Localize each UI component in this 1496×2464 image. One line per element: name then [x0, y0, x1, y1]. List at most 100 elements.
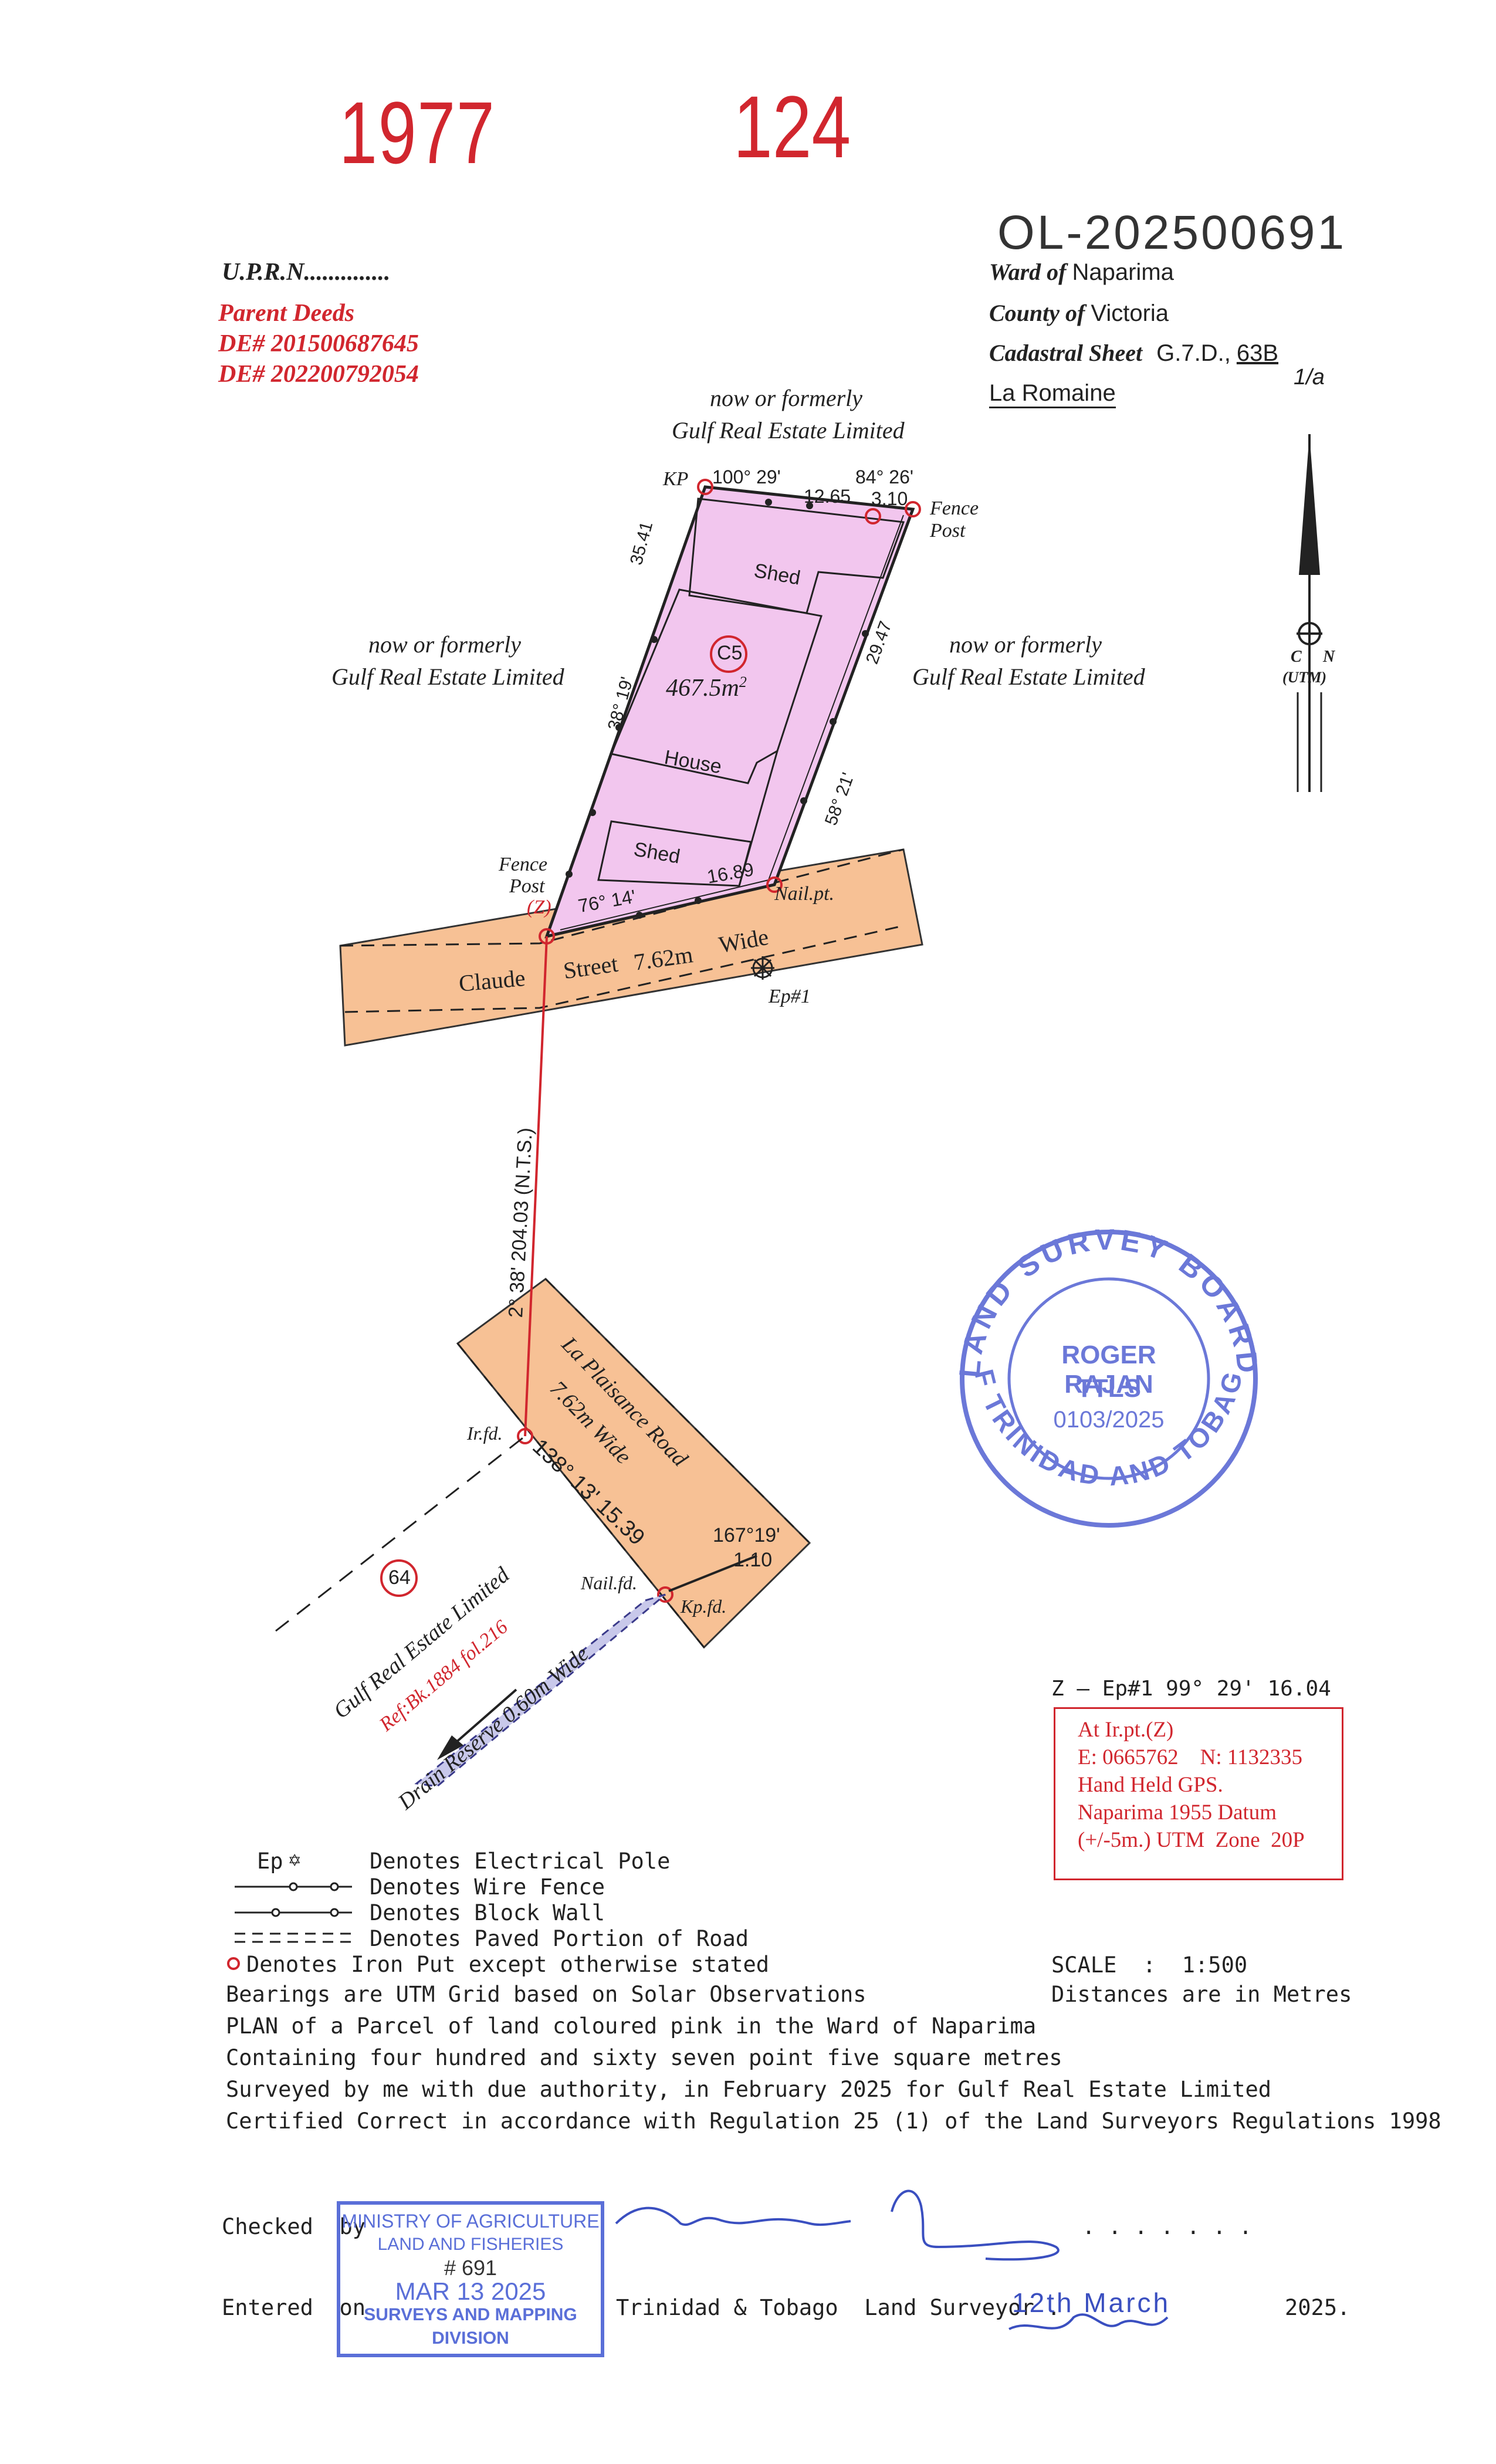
north-arrow-icon	[1297, 434, 1322, 792]
surveyor-signature	[615, 2189, 1169, 2330]
kp-label: KP	[663, 468, 689, 490]
parcel-area: 467.5m2	[666, 673, 747, 702]
street-word-1: Claude	[458, 964, 527, 997]
fence-post-ne-line2: Post	[930, 520, 966, 541]
road-edge-north	[340, 848, 904, 947]
sheet-label: Cadastral Sheet	[989, 340, 1143, 366]
point-z-label: (Z)	[527, 896, 551, 918]
neighbour-east-line2: Gulf Real Estate Limited	[912, 664, 1145, 690]
fence-post-sw-line1: Fence	[499, 854, 548, 875]
dist-north: 12.65	[804, 486, 851, 507]
folio-number: 124	[733, 77, 851, 176]
neighbour-north-line2: Gulf Real Estate Limited	[672, 417, 905, 444]
ward-line: Ward of Naparima	[989, 258, 1174, 286]
neighbour-east-line1: now or formerly	[949, 631, 1102, 658]
county-line: County of Victoria	[989, 299, 1169, 327]
uprn: U.P.R.N..............	[222, 259, 391, 286]
sheet-bottom: 1/a	[1294, 365, 1325, 390]
stamp-number: 0103/2025	[1053, 1407, 1165, 1433]
checked-by-dots: . . . . . . .	[1056, 2214, 1253, 2239]
kp-fd-label: Kp.fd.	[681, 1596, 727, 1617]
lot-64-label: 64	[388, 1566, 411, 1589]
ministry-stamp-line1: MINISTRY OF AGRICULTURE	[341, 2211, 600, 2232]
iron-put-kpfd	[657, 1586, 673, 1603]
shed-top-outline	[688, 497, 905, 614]
north-label-utm: (UTM)	[1282, 669, 1327, 686]
legend-symbols	[227, 1882, 352, 1970]
sheet-line: Cadastral Sheet G.7.D., 63B	[989, 339, 1278, 367]
area-unit-sup: 2	[739, 673, 747, 691]
note-plan: PLAN of a Parcel of land coloured pink i…	[226, 2013, 1037, 2039]
land-survey-board-stamp	[960, 1230, 1258, 1528]
area-value: 467.5m	[666, 675, 739, 702]
note-scale: SCALE : 1:500	[1051, 1952, 1248, 1978]
checked-by-label: Checked by	[222, 2214, 366, 2239]
legend-paved-road: Denotes Paved Portion of Road	[370, 1926, 749, 1951]
note-certified: Certified Correct in accordance with Reg…	[226, 2108, 1441, 2134]
neighbour-west-line1: now or formerly	[368, 631, 521, 658]
angle-167: 167°19'	[713, 1524, 780, 1546]
parent-deeds-title: Parent Deeds	[218, 300, 355, 327]
iron-put-nail	[766, 876, 783, 893]
surveyor-label: Trinidad & Tobago Land Surveyor .	[616, 2295, 1061, 2320]
place-name: La Romaine	[989, 380, 1116, 408]
nail-pt-label: Nail.pt.	[774, 883, 835, 905]
sheet-top: 63B	[1236, 340, 1279, 366]
fence-post-sw-line2: Post	[509, 875, 545, 897]
iron-put-ne	[905, 501, 921, 517]
coords-gps: Hand Held GPS.	[1078, 1773, 1223, 1797]
plaisance-edge-west	[456, 1343, 705, 1648]
lot-64-circle	[380, 1559, 418, 1597]
handwritten-date: 12th March	[1012, 2287, 1171, 2318]
shed-divider	[738, 750, 779, 886]
ep-label: Ep#1	[769, 986, 811, 1007]
dist-110: 1.10	[733, 1549, 773, 1571]
north-label-n: N	[1323, 648, 1335, 666]
angle-nw: 100° 29'	[712, 466, 781, 488]
legend-star-icon: ✡	[289, 1848, 301, 1871]
legend-wire-fence: Denotes Wire Fence	[370, 1874, 605, 1900]
iron-put-kp	[697, 479, 713, 495]
coords-en: E: 0665762 N: 1132335	[1078, 1745, 1303, 1769]
ministry-stamp-line2: LAND AND FISHERIES	[377, 2235, 564, 2254]
ir-fd-label: Ir.fd.	[467, 1423, 503, 1444]
legend-electrical-pole: Denotes Electrical Pole	[370, 1849, 671, 1874]
volume-number: 1977	[339, 83, 496, 182]
legend: Ep ✡ Denotes Electrical Pole Denotes Wir…	[0, 1848, 1496, 1977]
entered-on-label: Entered on	[222, 2295, 366, 2320]
drain-arrow-head	[437, 1735, 463, 1760]
coords-datum: Naparima 1955 Datum	[1078, 1800, 1277, 1825]
fence-markers	[566, 499, 869, 919]
legend-iron-put: Denotes Iron Put except otherwise stated	[246, 1952, 770, 1977]
ministry-stamp-line5: SURVEYS AND MAPPING	[364, 2305, 577, 2324]
year: 2025.	[1285, 2295, 1351, 2320]
note-bearings: Bearings are UTM Grid based on Solar Obs…	[226, 1982, 867, 2007]
drain-reserve	[414, 1593, 666, 1788]
ministry-stamp-line3: # 691	[444, 2256, 497, 2280]
legend-block-wall: Denotes Block Wall	[370, 1900, 605, 1925]
note-distances: Distances are in Metres	[1051, 1982, 1352, 2007]
ministry-stamp-date: MAR 13 2025	[395, 2277, 546, 2305]
dist-ne: 3.10	[871, 488, 908, 509]
coords-zone: (+/-5m.) UTM Zone 20P	[1078, 1828, 1305, 1852]
reference-number: OL-202500691	[997, 206, 1347, 259]
ward-label: Ward of	[989, 259, 1067, 285]
coordinates-box: At Ir.pt.(Z) E: 0665762 N: 1132335 Hand …	[1054, 1707, 1343, 1880]
neighbour-north-line1: now or formerly	[710, 385, 862, 411]
ward-value: Naparima	[1072, 259, 1174, 285]
angle-ne: 84° 26'	[855, 466, 913, 488]
fence-post-ne-line1: Fence	[930, 497, 979, 519]
short-tie-arrow	[668, 1555, 757, 1592]
stamp-name: ROGER RAJAN	[1061, 1341, 1156, 1399]
ministry-stamp: MINISTRY OF AGRICULTURE LAND AND FISHERI…	[337, 2201, 604, 2357]
road-edge-south	[344, 925, 904, 1013]
lot-c5-circle	[710, 635, 747, 673]
parcel-c5	[544, 485, 915, 939]
county-label: County of	[989, 300, 1085, 326]
bearing-z-ep1: Z – Ep#1 99° 29' 16.04	[1051, 1677, 1331, 1701]
legend-ep: Ep	[257, 1849, 283, 1874]
note-surveyed: Surveyed by me with due authority, in Fe…	[226, 2077, 1272, 2102]
electrical-pole-icon	[751, 956, 774, 980]
tie-line	[524, 936, 548, 1437]
